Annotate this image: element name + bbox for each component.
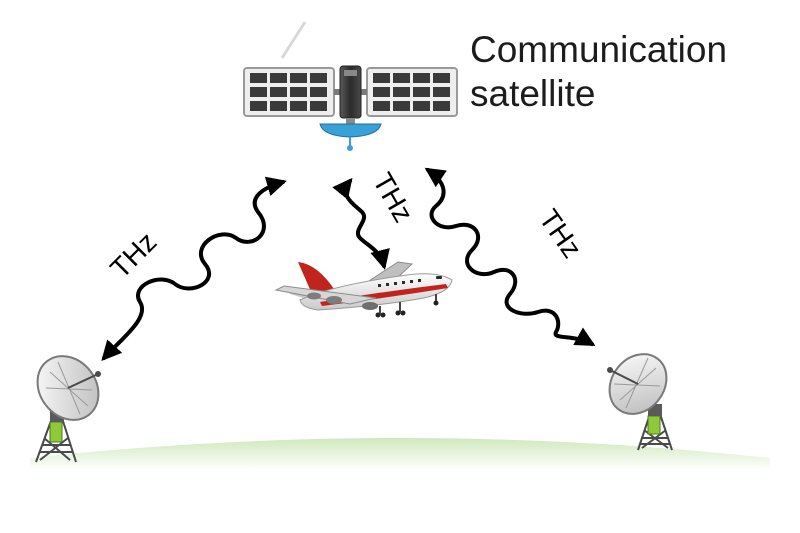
ground bbox=[30, 438, 770, 470]
thz-label-right: THz bbox=[533, 204, 588, 264]
wave-left bbox=[101, 176, 287, 361]
airplane-icon bbox=[274, 261, 453, 318]
satellite-label: Communication satellite bbox=[470, 28, 727, 116]
satellite-icon bbox=[243, 21, 458, 151]
thz-link-right: THz bbox=[424, 167, 596, 346]
satellite-label-line2: satellite bbox=[470, 73, 596, 114]
satellite-dish-icon bbox=[607, 353, 673, 451]
ground-station-left bbox=[35, 355, 101, 463]
wave-center bbox=[332, 177, 390, 270]
thz-link-center: THz bbox=[332, 168, 420, 270]
wave-right bbox=[424, 167, 596, 346]
satellite-dish-icon bbox=[35, 355, 101, 463]
ground-station-right bbox=[607, 353, 673, 451]
thz-label-left: THz bbox=[104, 226, 162, 284]
thz-label-center: THz bbox=[367, 168, 420, 228]
thz-link-left: THz bbox=[101, 176, 287, 361]
satellite-label-line1: Communication bbox=[470, 29, 728, 70]
